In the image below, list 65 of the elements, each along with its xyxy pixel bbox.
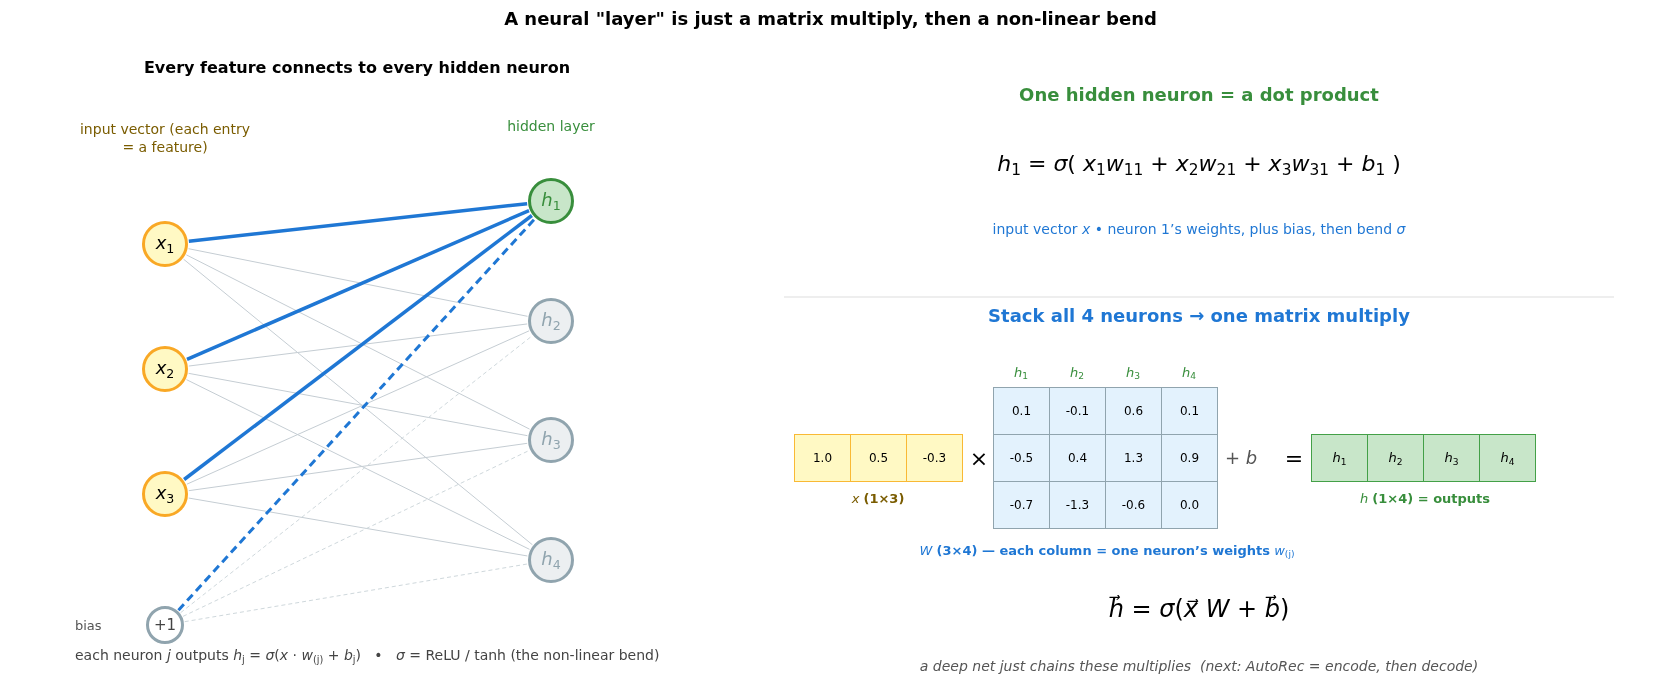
connection-line xyxy=(185,254,531,430)
column-heading: input vector (each entry = a feature) xyxy=(79,120,251,156)
connection-line xyxy=(188,248,528,317)
column-header: h$_{4}$ xyxy=(1182,364,1196,382)
matrix-cell: h$_{2}$ xyxy=(1367,434,1424,482)
matrix-cell: 0.0 xyxy=(1161,481,1218,529)
footnote: a deep net just chains these multiplies (next: AutoRec = encode, then decode) xyxy=(919,658,1479,674)
matrix-cell: 0.1 xyxy=(993,387,1050,435)
column-header: h$_{3}$ xyxy=(1126,364,1140,382)
matrix-cell: 1.3 xyxy=(1105,434,1162,482)
matrix-cell: -0.7 xyxy=(993,481,1050,529)
matrix-cell: 1.0 xyxy=(794,434,851,482)
panel-heading: Every feature connects to every hidden neuron xyxy=(143,57,571,77)
hidden-neuron: h$_{4}$ xyxy=(528,537,574,583)
equation-caption: input vector x • neuron 1’s weights, plus bias, then bend σ xyxy=(992,221,1406,237)
matrix-cell: h$_{4}$ xyxy=(1479,434,1536,482)
connection-line xyxy=(186,330,530,485)
column-header: h$_{1}$ xyxy=(1014,364,1028,382)
matrix-caption: x (1×3) xyxy=(851,490,905,506)
input-neuron: x$_{1}$ xyxy=(142,221,188,267)
matrix-cell: -0.1 xyxy=(1049,387,1106,435)
highlighted-connection xyxy=(183,214,533,481)
column-heading: hidden layer xyxy=(507,118,595,134)
hidden-neuron: h$_{3}$ xyxy=(528,417,574,463)
connection-line xyxy=(180,335,533,614)
bias-neuron: +1 xyxy=(146,606,184,644)
operator-symbol: × xyxy=(969,445,989,471)
connection-line xyxy=(188,372,528,437)
matrix-cell: -0.6 xyxy=(1105,481,1162,529)
connection-line xyxy=(184,563,528,623)
matrix-cell: h$_{1}$ xyxy=(1311,434,1368,482)
matrix-cell: -0.5 xyxy=(993,434,1050,482)
matrix-caption: h (1×4) = outputs xyxy=(1359,490,1491,506)
matrix-cell: -1.3 xyxy=(1049,481,1106,529)
hidden-neuron: h$_{1}$ xyxy=(528,178,574,224)
operator-symbol: + b xyxy=(1224,446,1258,468)
matrix-cell: 0.1 xyxy=(1161,387,1218,435)
equation: h$_{1}$ = σ( x$_{1}$w$_{11}$ + x$_{2}$w$_{21}$ + x$_{3}$w$_{31}$ + b$_{1}$ ) xyxy=(997,150,1401,180)
connection-line xyxy=(188,323,528,367)
connection-line xyxy=(188,442,528,492)
connection-line xyxy=(186,379,530,550)
footnote: each neuron j outputs h$_{j}$ = σ(x · w$_{(j)}$ + b$_{j}$) • σ = ReLU / tanh (the non-linear bend) xyxy=(75,647,660,665)
section-heading: Stack all 4 neurons → one matrix multiply xyxy=(988,304,1410,326)
section-heading: One hidden neuron = a dot product xyxy=(1019,83,1379,105)
operator-symbol: = xyxy=(1284,445,1304,471)
hidden-neuron: h$_{2}$ xyxy=(528,298,574,344)
connection-line xyxy=(182,449,530,617)
connection-line xyxy=(183,258,533,546)
highlighted-connection xyxy=(177,217,536,612)
matrix-cell: 0.6 xyxy=(1105,387,1162,435)
matrix-cell: 0.5 xyxy=(850,434,907,482)
node-caption: bias xyxy=(75,617,102,633)
input-neuron: x$_{2}$ xyxy=(142,346,188,392)
connection-line xyxy=(188,497,528,557)
matrix-cell: 0.9 xyxy=(1161,434,1218,482)
column-header: h$_{2}$ xyxy=(1070,364,1084,382)
equation: h⃗ = σ(x⃗ W + b⃗) xyxy=(1108,595,1290,623)
highlighted-connection xyxy=(188,201,528,244)
highlighted-connection xyxy=(186,208,530,362)
matrix-caption: W (3×4) — each column = one neuron’s weights w$_{(j)}$ xyxy=(919,542,1295,560)
input-neuron: x$_{3}$ xyxy=(142,471,188,517)
matrix-cell: h$_{3}$ xyxy=(1423,434,1480,482)
matrix-cell: -0.3 xyxy=(906,434,963,482)
matrix-cell: 0.4 xyxy=(1049,434,1106,482)
diagram-title: A neural "layer" is just a matrix multiply, then a non-linear bend xyxy=(503,8,1158,29)
